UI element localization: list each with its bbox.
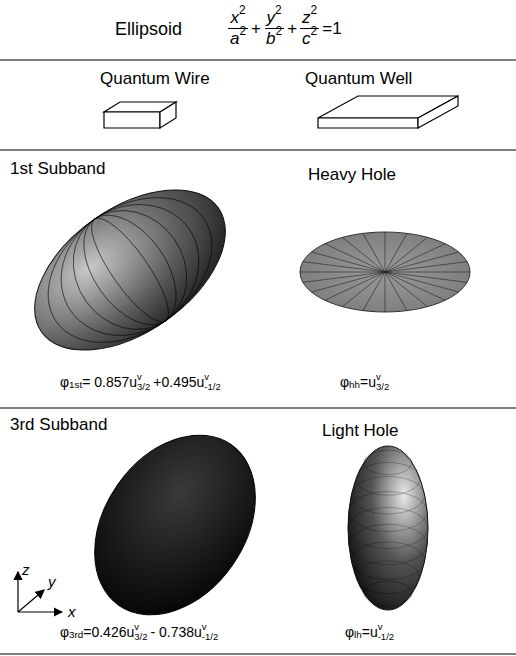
- panel-label: 1st Subband: [10, 160, 105, 179]
- formula-part: 2: [239, 24, 246, 44]
- wavefunction: φlh=uv-1/2: [345, 622, 397, 641]
- panel-label: Heavy Hole: [308, 166, 396, 185]
- well-symbol: [318, 96, 458, 128]
- wire-symbol: [104, 102, 176, 128]
- formula-part: 3/2: [376, 382, 389, 392]
- formula-part: 3rd: [69, 629, 83, 640]
- panel-label: Light Hole: [322, 422, 399, 441]
- formula-part: 1: [332, 19, 341, 39]
- formula-part: =u: [360, 374, 376, 390]
- formula-part: 3/2: [134, 632, 147, 642]
- divider-lines: [0, 60, 516, 654]
- wavefunction: φ1st= 0.857uv3/2+0.495uv-1/2: [60, 372, 224, 391]
- formula-part: v: [202, 622, 218, 632]
- formula-part: x: [230, 8, 239, 28]
- formula-part: v: [378, 622, 394, 632]
- formula-part: 2: [276, 24, 283, 44]
- panel-label: Quantum Well: [305, 70, 412, 89]
- title: Ellipsoid: [115, 20, 182, 40]
- ellipsoid-equation: x2a2+y2b2+z2c2=1: [225, 8, 342, 49]
- formula-part: +: [251, 19, 261, 39]
- axis-label: y: [48, 574, 56, 591]
- formula-part: = 0.857u: [82, 374, 137, 390]
- formula-part: v: [204, 372, 220, 382]
- light-hole-ellipsoid: [348, 446, 428, 610]
- formula-part: -1/2: [202, 632, 218, 642]
- formula-part: 2: [239, 3, 246, 23]
- formula-part: =u: [362, 624, 378, 640]
- formula-part: -1/2: [378, 632, 394, 642]
- formula-part: 2: [311, 3, 318, 23]
- formula-part: φ: [345, 624, 354, 640]
- heavy-hole-disk: [300, 232, 470, 312]
- axis-label: z: [22, 562, 30, 579]
- axis-label: x: [68, 604, 76, 621]
- formula-part: -1/2: [204, 382, 220, 392]
- panel-label: 3rd Subband: [10, 416, 107, 435]
- first-subband-ellipsoid: [6, 157, 254, 382]
- third-subband-ellipsoid: [61, 405, 288, 646]
- formula-part: 1st: [69, 379, 82, 390]
- wavefunction: φhh=uv3/2: [340, 372, 392, 391]
- formula-part: v: [134, 622, 147, 632]
- formula-part: - 0.738u: [150, 624, 201, 640]
- formula-part: z: [302, 8, 311, 28]
- formula-part: φ: [340, 374, 349, 390]
- formula-part: +: [287, 19, 297, 39]
- formula-part: +0.495u: [153, 374, 204, 390]
- formula-part: y: [267, 8, 276, 28]
- panel-label: Quantum Wire: [100, 70, 210, 89]
- formula-part: 2: [311, 24, 318, 44]
- formula-part: v: [137, 372, 150, 382]
- formula-part: φ: [60, 374, 69, 390]
- formula-part: lh: [354, 629, 362, 640]
- formula-part: =: [322, 19, 332, 39]
- formula-part: hh: [349, 379, 360, 390]
- formula-part: c: [302, 29, 311, 49]
- wavefunction: φ3rd=0.426uv3/2- 0.738uv-1/2: [60, 622, 221, 641]
- formula-part: 3/2: [137, 382, 150, 392]
- formula-part: =0.426u: [83, 624, 134, 640]
- formula-part: a: [230, 29, 239, 49]
- formula-part: 2: [275, 3, 282, 23]
- formula-part: b: [266, 29, 275, 49]
- formula-part: v: [376, 372, 389, 382]
- formula-part: φ: [60, 624, 69, 640]
